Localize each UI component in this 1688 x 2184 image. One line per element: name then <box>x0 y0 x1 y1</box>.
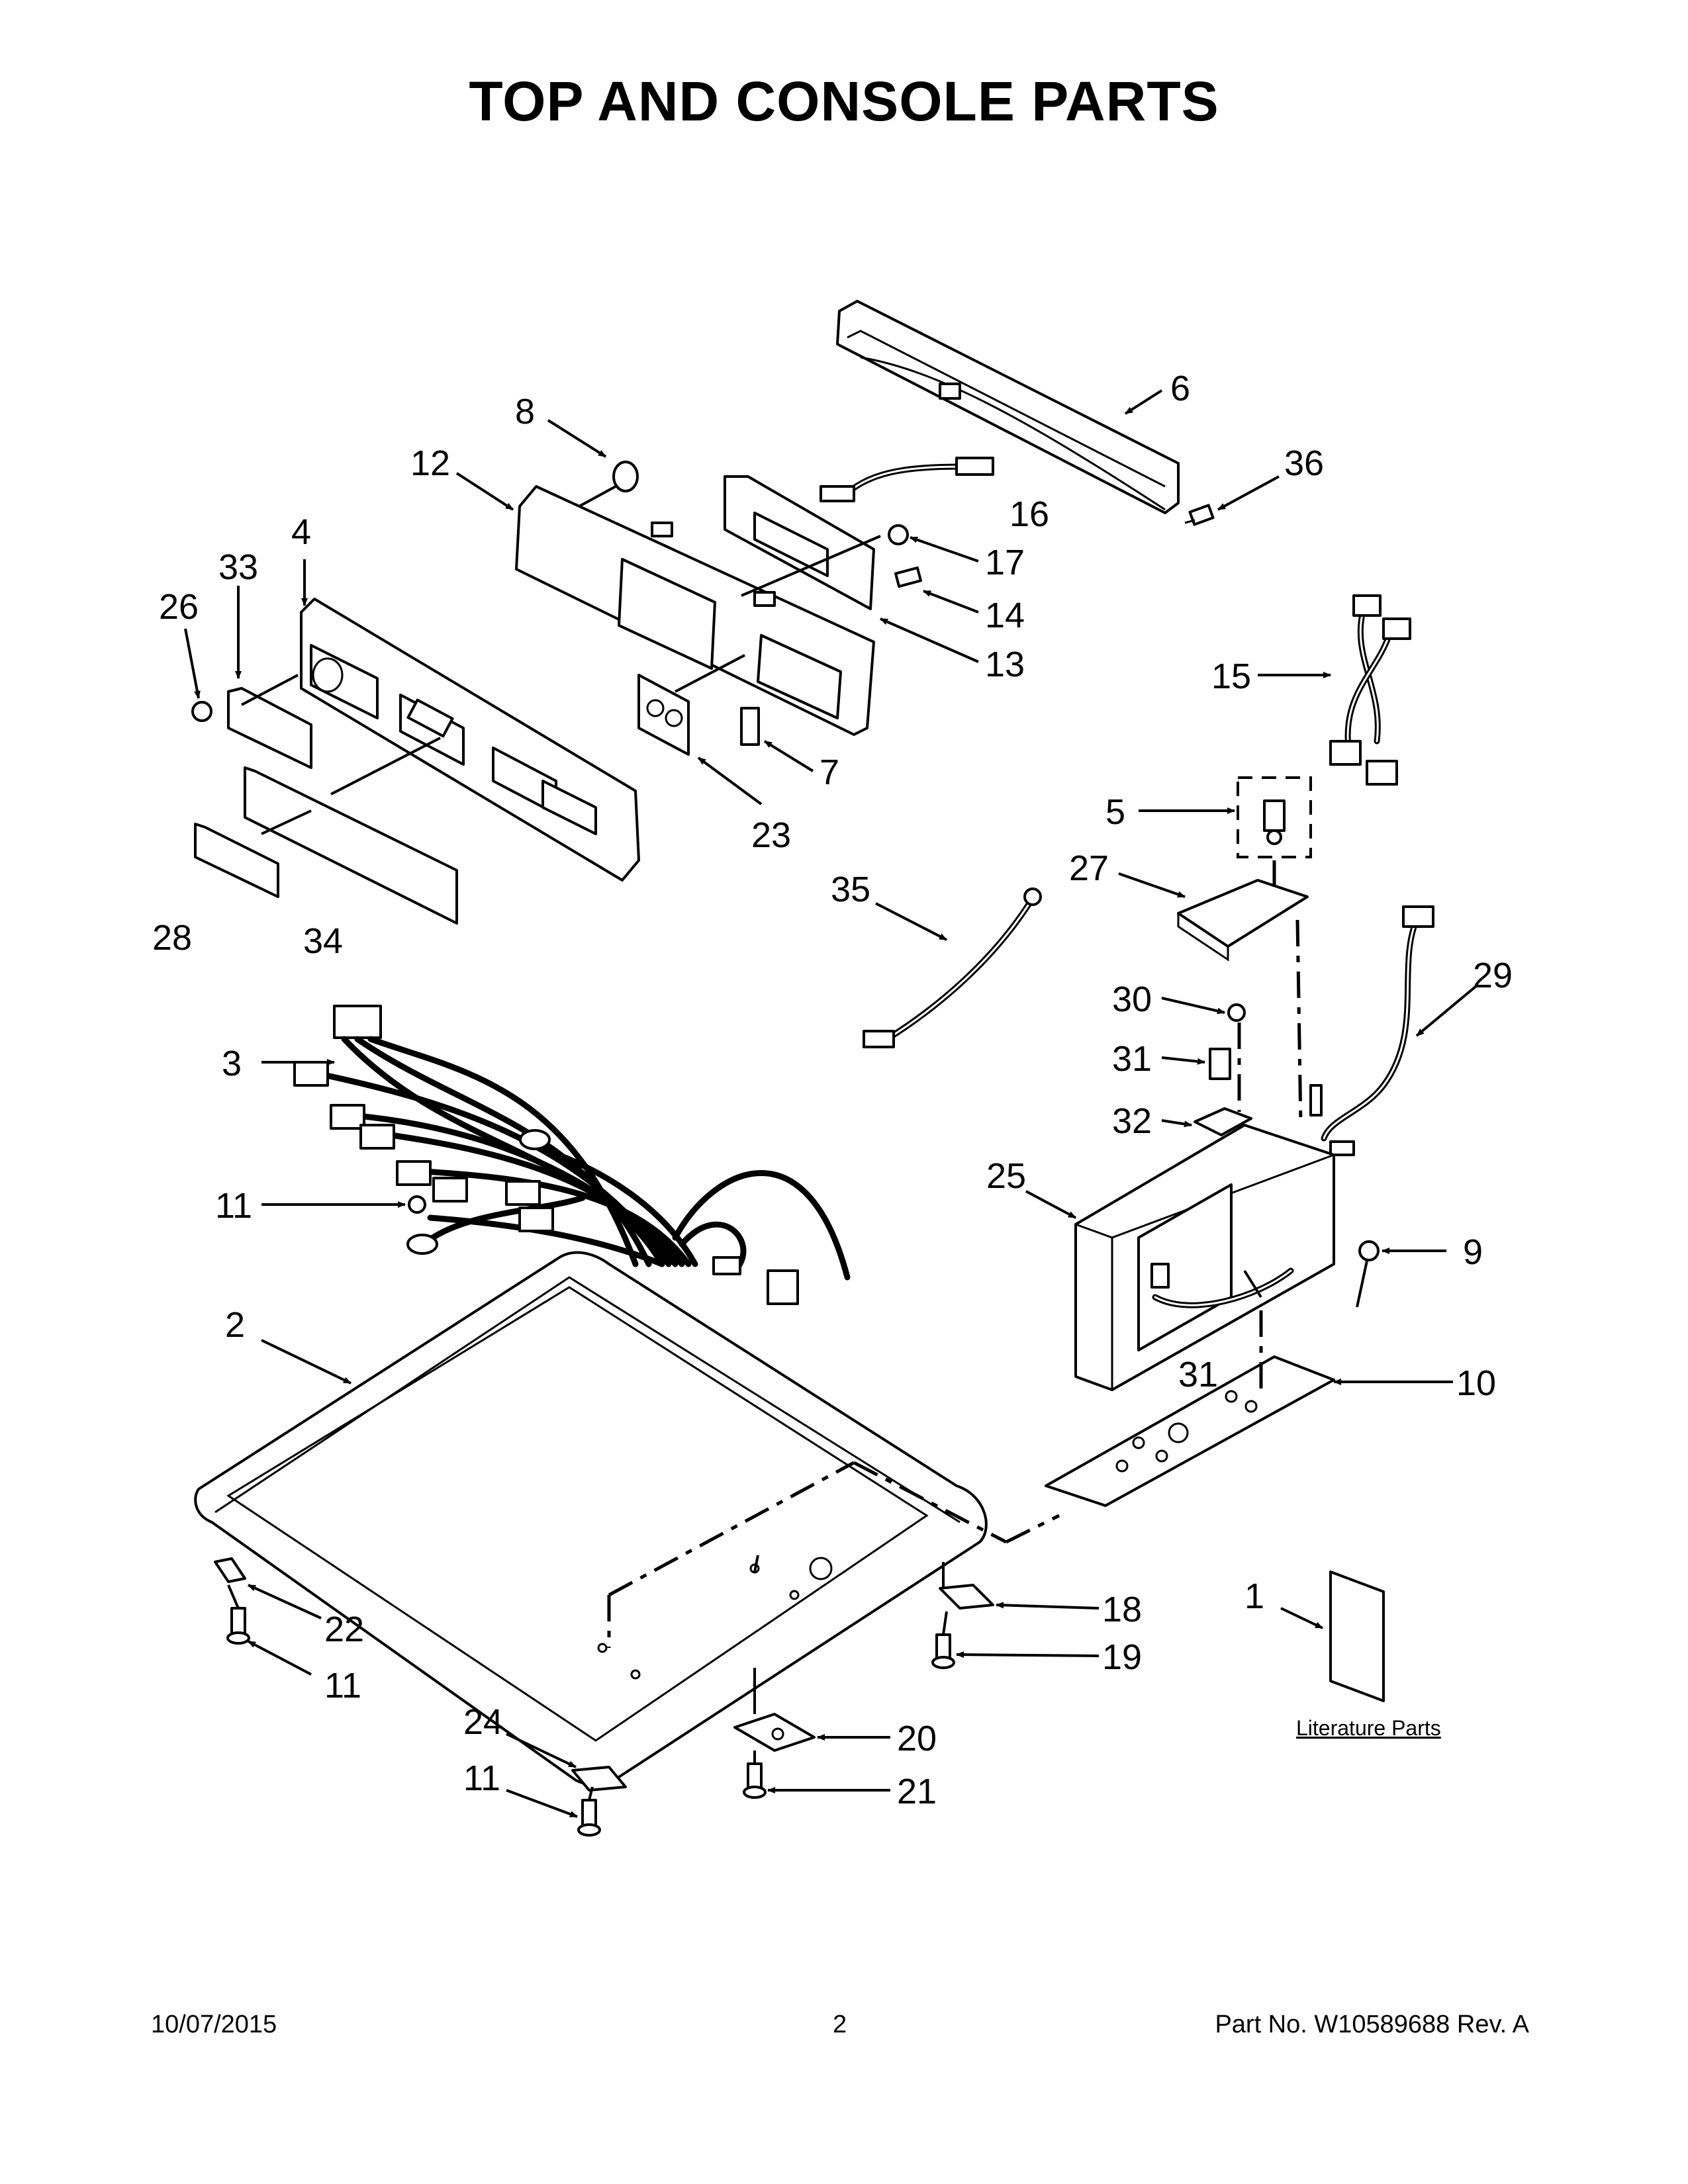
part-2-top-panel <box>194 1251 988 1786</box>
callout-21: 21 <box>897 1772 937 1811</box>
leader-arrows <box>184 389 1477 1818</box>
callout-32: 32 <box>1112 1101 1152 1141</box>
callout-9: 9 <box>1463 1232 1483 1272</box>
part-25-console-box <box>1074 1124 1335 1391</box>
callout-10: 10 <box>1456 1363 1496 1403</box>
part-14-screw <box>894 566 923 588</box>
part-34-panel-insert <box>244 766 458 925</box>
part-36-screw <box>1184 504 1215 526</box>
callout-24: 24 <box>463 1702 503 1742</box>
part-22-hinge <box>214 1557 246 1583</box>
part-15-wire-harness <box>1329 594 1411 786</box>
part-30-screw <box>1227 1003 1246 1022</box>
callout-28: 28 <box>152 918 192 958</box>
callout-35: 35 <box>831 870 870 909</box>
callout-11-left: 11 <box>324 1666 361 1706</box>
part-21-screw <box>743 1762 767 1799</box>
callout-6: 6 <box>1170 369 1190 408</box>
footer-page-number: 2 <box>833 2011 847 2038</box>
callout-3: 3 <box>222 1044 242 1083</box>
part-3-main-harness <box>293 1005 851 1305</box>
callout-11-bottom: 11 <box>463 1758 500 1798</box>
part-11-screw-harness <box>408 1195 426 1214</box>
part-24-hinge <box>571 1766 627 1792</box>
callout-1: 1 <box>1244 1576 1264 1616</box>
part-13-control-board <box>724 475 875 610</box>
callout-13: 13 <box>985 645 1025 684</box>
part-7-spacer <box>740 707 760 746</box>
part-8-knob <box>612 461 639 492</box>
callout-7: 7 <box>820 752 839 792</box>
part-20-bracket <box>733 1713 816 1752</box>
callout-22: 22 <box>324 1610 364 1649</box>
callout-31-top: 31 <box>1112 1039 1152 1079</box>
callout-15: 15 <box>1211 657 1251 696</box>
part-19-screw <box>931 1633 955 1669</box>
literature-parts-label: Literature Parts <box>1296 1716 1441 1740</box>
callout-8: 8 <box>515 392 535 432</box>
callout-labels: 8 12 4 33 26 6 36 16 17 14 13 15 7 23 5 … <box>152 369 1513 1811</box>
callout-23: 23 <box>751 815 791 855</box>
callout-25: 25 <box>986 1156 1026 1196</box>
part-1-literature <box>1329 1570 1385 1702</box>
callout-5: 5 <box>1105 792 1125 832</box>
part-35-ground-wire <box>863 887 1042 1048</box>
part-23-switch <box>637 674 690 756</box>
part-26-screw <box>191 701 212 722</box>
part-12-console-housing <box>515 485 875 736</box>
footer-part-number: Part No. W10589688 Rev. A <box>1215 2011 1529 2038</box>
assembly-lines <box>227 485 1368 1801</box>
callout-27: 27 <box>1069 848 1109 888</box>
callout-4: 4 <box>291 512 311 552</box>
callout-14: 14 <box>985 596 1025 635</box>
page-title: TOP AND CONSOLE PARTS <box>469 70 1219 132</box>
part-5-sensor <box>1237 776 1312 858</box>
callout-33: 33 <box>218 547 258 587</box>
part-11-screw-bottom <box>577 1799 601 1837</box>
part-11-screw-left <box>226 1607 250 1645</box>
part-33-overlay <box>227 687 312 769</box>
callout-16: 16 <box>1009 494 1049 534</box>
callout-34: 34 <box>303 921 343 961</box>
part-29-wire-harness <box>1309 905 1434 1156</box>
part-9-screw <box>1358 1240 1380 1261</box>
callout-18: 18 <box>1102 1590 1142 1629</box>
callout-12: 12 <box>410 443 450 483</box>
callout-30: 30 <box>1112 979 1152 1019</box>
callout-20: 20 <box>897 1719 937 1758</box>
part-6-console-bracket <box>836 300 1180 514</box>
part-18-hinge <box>939 1584 994 1610</box>
part-17-nut <box>888 524 909 545</box>
callout-31-bottom: 31 <box>1178 1355 1218 1394</box>
callout-26: 26 <box>159 587 199 627</box>
callout-29: 29 <box>1473 956 1513 995</box>
callout-11-harness: 11 <box>215 1186 252 1226</box>
callout-2: 2 <box>225 1305 245 1345</box>
callout-36: 36 <box>1284 443 1324 483</box>
part-28-window <box>194 823 279 898</box>
part-4-console-panel <box>300 598 640 882</box>
footer-date: 10/07/2015 <box>151 2011 277 2038</box>
callout-19: 19 <box>1102 1637 1142 1677</box>
part-16-wire-harness <box>820 457 994 502</box>
part-31-switch <box>1209 1048 1231 1080</box>
part-27-cover <box>1177 879 1309 962</box>
part-32-bracket <box>1194 1107 1252 1136</box>
callout-17: 17 <box>985 543 1025 582</box>
